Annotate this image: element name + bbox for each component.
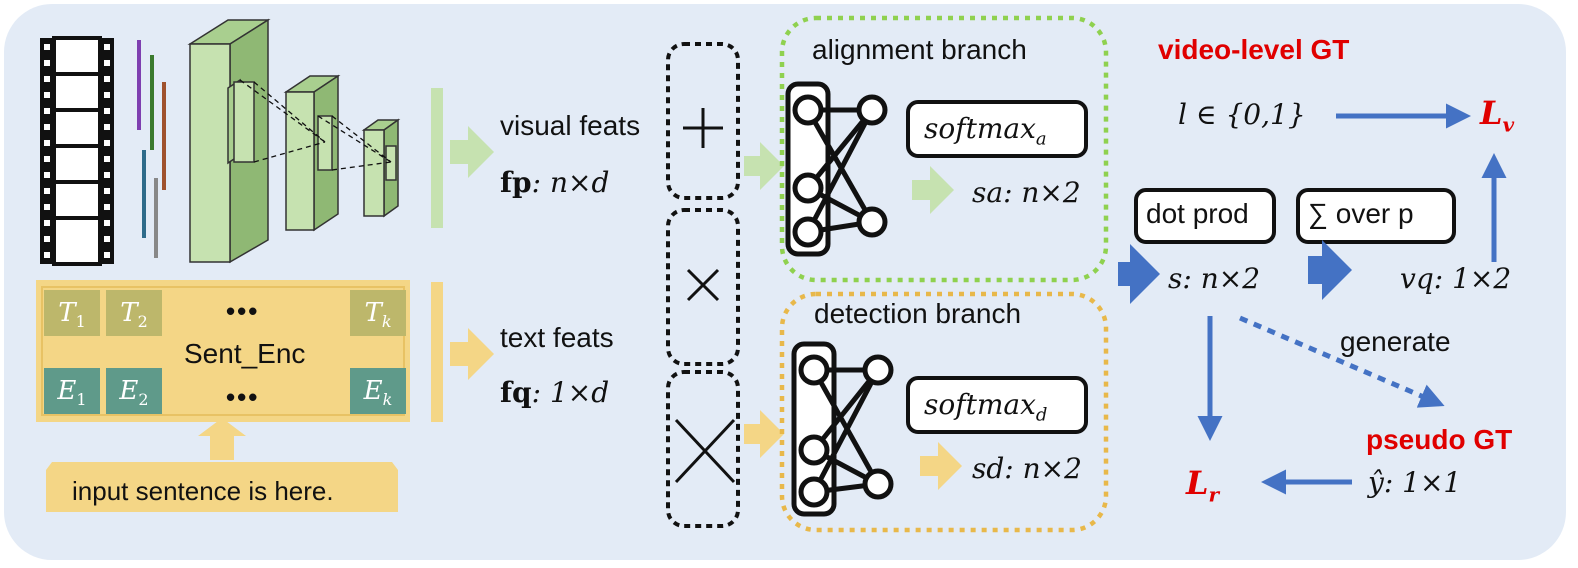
label-set: l ∈ {0,1} [1178,98,1306,131]
merge-arrow [1118,244,1160,304]
alignment-branch-title: alignment branch [812,34,1027,65]
token-e2: E2 [106,368,162,414]
ellipsis-bottom: ••• [226,382,260,412]
sd-output: sd: n×2 [972,452,1082,485]
sent-enc-label: Sent_Enc [184,338,306,369]
cross-lines-icon [674,418,736,484]
generate-arrow [1239,315,1445,408]
input-up-arrow [198,418,246,460]
detection-in-arrow [744,410,784,458]
visual-feats-dim: fp: n×d [500,166,610,199]
visual-feature-bar [431,88,443,228]
concat-operator-box [666,370,740,528]
detection-out-arrow [920,442,962,490]
s-dim: s: n×2 [1168,262,1261,295]
loss-v: Lv [1480,94,1515,137]
softmax-d-box [906,376,1088,434]
token-ek: Ek [350,368,406,414]
neural-net-icon [785,81,888,257]
text-feats-label: text feats [500,322,614,353]
token-tk: Tk [350,290,406,336]
alignment-branch-box [779,15,1109,283]
yhat-dim: ŷ: 1×1 [1368,466,1462,499]
ellipsis-top: ••• [226,296,260,326]
visual-arrow [450,126,494,178]
text-feature-bar [431,282,443,422]
sum-over-box [1296,188,1456,244]
softmax-d-label: softmaxd [924,388,1048,426]
sum-arrow [1308,240,1352,300]
text-arrow [450,328,494,380]
dot-prod-label: dot prod [1146,198,1249,229]
softmax-a-label: softmaxa [924,112,1047,150]
multiply-icon [686,268,720,302]
plus-operator-box [666,42,740,200]
softmax-a-box [906,100,1088,158]
token-t1: T1 [44,290,100,336]
token-t2: T2 [106,290,162,336]
frame-feature-lines [137,40,166,258]
alignment-out-arrow [912,166,954,214]
sa-output: sa: n×2 [972,176,1081,209]
video-level-gt-label: video-level GT [1158,34,1350,65]
sum-over-label: ∑ over p [1308,198,1414,229]
plus-icon [683,108,723,148]
input-sentence-box [46,462,398,512]
visual-feats-label: visual feats [500,110,641,141]
film-strip-icon [40,36,114,266]
text-feats-dim: fq: 1×d [500,376,610,409]
generate-label: generate [1340,326,1451,357]
neural-net-icon-detection [791,341,894,517]
vq-dim: vq: 1×2 [1400,262,1512,295]
input-sentence-text: input sentence is here. [72,476,334,506]
cnn-backbone [187,18,401,264]
multiply-operator-box [666,208,740,366]
pseudo-gt-label: pseudo GT [1366,424,1513,455]
detection-branch-title: detection branch [814,298,1022,329]
dot-prod-box [1134,188,1276,244]
loss-r: Lr [1186,464,1220,507]
token-e1: E1 [44,368,100,414]
alignment-in-arrow [744,142,784,190]
